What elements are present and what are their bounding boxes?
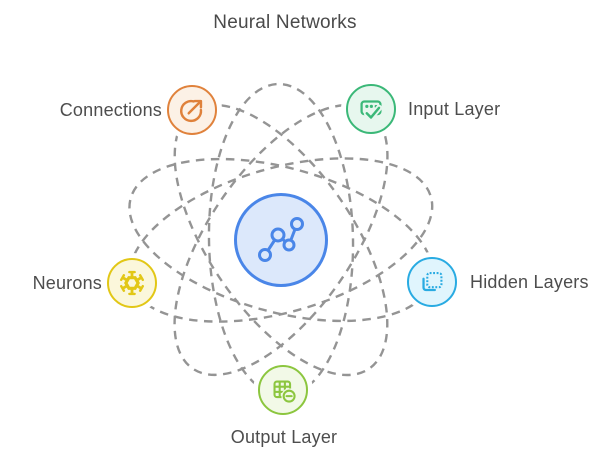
label-input-layer: Input Layer: [408, 99, 501, 119]
grid-minus-icon: [273, 380, 297, 404]
network-graph-icon: [258, 217, 304, 262]
node-input-layer: [346, 84, 396, 134]
message-check-icon: [360, 100, 383, 121]
stacked-layers-icon: [422, 272, 443, 292]
label-hidden-layers: Hidden Layers: [470, 272, 589, 292]
label-output-layer: Output Layer: [230, 427, 338, 447]
node-hidden-layers: [407, 257, 457, 307]
label-connections: Connections: [59, 100, 162, 120]
circular-arrow-icon: [180, 99, 203, 123]
center-node: [234, 193, 328, 287]
label-neurons: Neurons: [32, 273, 102, 293]
page-title: Neural Networks: [213, 12, 357, 33]
node-connections: [167, 85, 217, 135]
neuron-snowflake-icon: [120, 270, 144, 296]
node-output-layer: [258, 365, 308, 415]
node-neurons: [107, 258, 157, 308]
